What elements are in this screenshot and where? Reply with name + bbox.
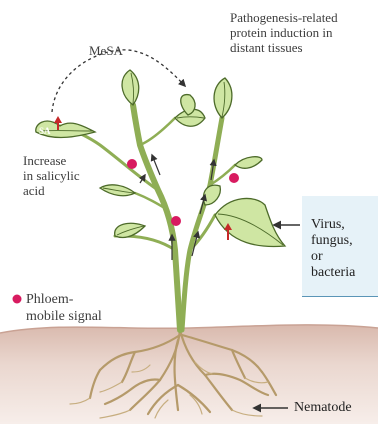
leaf-small-upper: [235, 157, 262, 169]
pathogen-line: bacteria: [311, 265, 355, 281]
legend-line: mobile signal: [26, 308, 102, 325]
pr-induction-label: Pathogenesis-related protein induction i…: [230, 10, 338, 55]
legend-label: Phloem- mobile signal: [26, 291, 102, 325]
sa-increase-line: Increase: [23, 153, 80, 168]
legend-line: Phloem-: [26, 291, 102, 308]
pr-induction-line: protein induction in: [230, 25, 338, 40]
pathogen-line: fungus,: [311, 233, 355, 249]
sa-increase-line: acid: [23, 183, 80, 198]
pathogen-line: or: [311, 249, 355, 265]
sa-increase-label: Increase in salicylic acid: [23, 153, 80, 198]
signal-dot: [171, 216, 181, 226]
sa-badge-infected: SA: [213, 227, 225, 242]
legend-signal-dot: [13, 295, 22, 304]
nematode-label: Nematode: [294, 400, 352, 416]
pr-induction-line: distant tissues: [230, 40, 338, 55]
mesa-label: MeSA: [89, 43, 123, 58]
pr-induction-line: Pathogenesis-related: [230, 10, 338, 25]
sa-increase-line: in salicylic: [23, 168, 80, 183]
signal-dot: [127, 159, 137, 169]
leaf-top-left: [122, 70, 139, 105]
signal-dot: [229, 173, 239, 183]
sa-badge-source: SA: [39, 124, 51, 139]
leaf-infected-back: [203, 185, 220, 205]
leaf-infected: [215, 198, 285, 246]
pathogen-label: Virus, fungus, or bacteria: [311, 217, 355, 281]
pathogen-line: Virus,: [311, 217, 355, 233]
mesa-airborne-arrow: [52, 50, 185, 112]
